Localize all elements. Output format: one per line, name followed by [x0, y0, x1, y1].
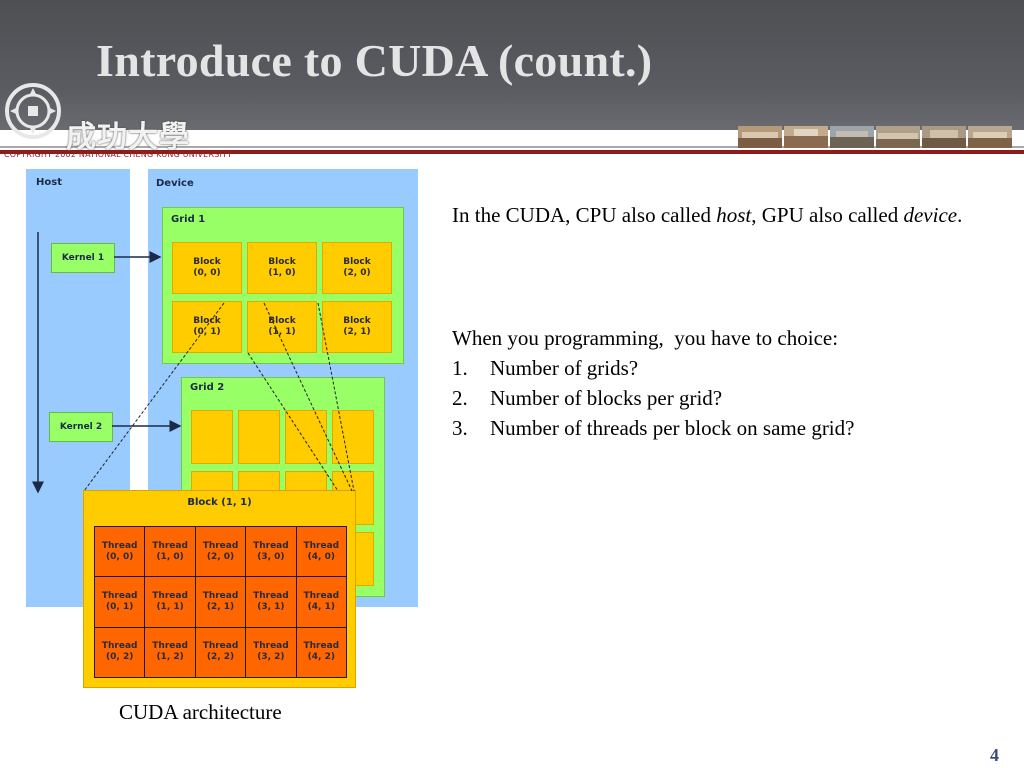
- kernel-2: Kernel 2: [49, 412, 113, 442]
- slide-header: Introduce to CUDA (count.): [0, 0, 1024, 130]
- block-name: Block: [268, 257, 296, 267]
- cuda-architecture-diagram: Host Device Grid 1 Grid 2 Kernel 1 Kerne…: [18, 157, 428, 697]
- diagram-caption: CUDA architecture: [119, 700, 282, 724]
- list-item-number: 3.: [452, 416, 468, 440]
- list-item: 1. Number of grids?: [452, 353, 854, 383]
- block-coords: (1, 0): [268, 268, 296, 278]
- grid-2-block: [332, 410, 374, 464]
- intro-device-term: device: [903, 203, 958, 227]
- thread-grid: Thread(0, 0) Thread(1, 0) Thread(2, 0) T…: [94, 526, 347, 678]
- thread-1-0: Thread(1, 0): [145, 527, 195, 577]
- campus-building-photo-1: [738, 126, 782, 148]
- list-item: 2. Number of blocks per grid?: [452, 383, 854, 413]
- host-label: Host: [36, 177, 62, 188]
- block-1-0: Block (1, 0): [247, 242, 317, 294]
- block-name: Block: [343, 257, 371, 267]
- block-coords: (2, 1): [343, 327, 371, 337]
- thread-0-2: Thread(0, 2): [95, 627, 145, 677]
- block-0-0: Block (0, 0): [172, 242, 242, 294]
- page-number: 4: [990, 745, 999, 765]
- copyright-text: COPYRIGHT 2002 NATIONAL CHENG KUNG UNIVE…: [4, 150, 233, 159]
- block-name: Block: [193, 257, 221, 267]
- slide-title: Introduce to CUDA (count.): [96, 35, 653, 86]
- campus-photo-strip: [738, 126, 1012, 148]
- block-name: Block: [268, 316, 296, 326]
- thread-3-1: Thread(3, 1): [246, 577, 296, 627]
- block-name: Block: [193, 316, 221, 326]
- header-divider-grey: [0, 146, 1024, 148]
- thread-4-0: Thread(4, 0): [296, 527, 346, 577]
- block-coords: (0, 0): [193, 268, 221, 278]
- device-label: Device: [156, 178, 194, 189]
- university-logo-text: 成功大學: [66, 120, 190, 155]
- thread-2-1: Thread(2, 1): [195, 577, 246, 627]
- intro-text-3: .: [957, 203, 963, 227]
- university-seal-icon: [5, 83, 61, 139]
- choices-heading: When you programming, you have to choice…: [452, 326, 839, 350]
- list-item-number: 1.: [452, 356, 468, 380]
- block-1-1-detail: Block (1, 1) Thread(0, 0) Thread(1, 0) T…: [83, 490, 356, 688]
- block-coords: (0, 1): [193, 327, 221, 337]
- grid-2-block: [238, 410, 280, 464]
- thread-0-1: Thread(0, 1): [95, 577, 145, 627]
- block-2-1: Block (2, 1): [322, 301, 392, 353]
- list-item: 3. Number of threads per block on same gr…: [452, 413, 854, 443]
- header-divider-red: [0, 150, 1024, 154]
- intro-text-2: , GPU also called: [751, 203, 904, 227]
- list-item-text: Number of blocks per grid?: [490, 386, 723, 410]
- zoom-lines: [83, 302, 355, 492]
- zoom-line-right-1: [263, 302, 353, 492]
- block-0-1: Block (0, 1): [172, 301, 242, 353]
- block-name: Block: [343, 316, 371, 326]
- campus-building-photo-4: [876, 126, 920, 148]
- thread-2-0: Thread(2, 0): [195, 527, 246, 577]
- intro-text-1: In the CUDA, CPU also called: [452, 203, 717, 227]
- block-1-1-detail-label: Block (1, 1): [187, 497, 252, 508]
- grid-1-label: Grid 1: [171, 214, 206, 225]
- campus-building-photo-6: [968, 126, 1012, 148]
- intro-host-term: host: [716, 203, 752, 227]
- diagram-connectors: [32, 232, 182, 494]
- kernel-1: Kernel 1: [51, 243, 115, 273]
- grid-2-block: [191, 410, 233, 464]
- zoom-line-right-2: [247, 352, 339, 492]
- list-item-text: Number of grids?: [490, 356, 639, 380]
- campus-building-photo-5: [922, 126, 966, 148]
- thread-3-0: Thread(3, 0): [246, 527, 296, 577]
- thread-4-2: Thread(4, 2): [296, 627, 346, 677]
- campus-building-photo-2: [784, 126, 828, 148]
- thread-2-2: Thread(2, 2): [195, 627, 246, 677]
- block-coords: (1, 1): [268, 327, 296, 337]
- intro-paragraph: In the CUDA, CPU also called host, GPU a…: [452, 200, 972, 230]
- list-item-number: 2.: [452, 386, 468, 410]
- thread-0-0: Thread(0, 0): [95, 527, 145, 577]
- thread-3-2: Thread(3, 2): [246, 627, 296, 677]
- block-1-1: Block (1, 1): [247, 301, 317, 353]
- thread-1-1: Thread(1, 1): [145, 577, 195, 627]
- choices-list: 1. Number of grids? 2. Number of blocks pe…: [452, 353, 854, 443]
- zoom-line-right-3: [317, 302, 355, 492]
- grid-2-label: Grid 2: [190, 382, 225, 393]
- thread-1-2: Thread(1, 2): [145, 627, 195, 677]
- block-2-0: Block (2, 0): [322, 242, 392, 294]
- zoom-line-left: [83, 302, 225, 492]
- list-item-text: Number of threads per block on same grid…: [490, 416, 855, 440]
- campus-building-photo-3: [830, 126, 874, 148]
- block-coords: (2, 0): [343, 268, 371, 278]
- thread-4-1: Thread(4, 1): [296, 577, 346, 627]
